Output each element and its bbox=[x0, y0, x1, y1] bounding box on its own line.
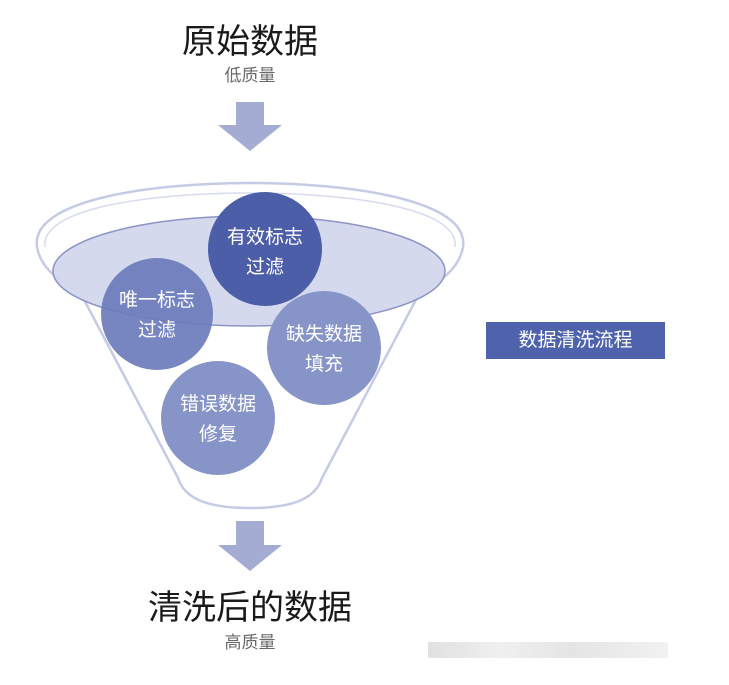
step-circle-error-fix bbox=[161, 361, 275, 475]
step-label-line2: 修复 bbox=[199, 423, 237, 445]
step-label-line1: 缺失数据 bbox=[286, 323, 362, 345]
step-label-line1: 唯一标志 bbox=[119, 289, 195, 311]
input-subtitle: 低质量 bbox=[224, 66, 276, 86]
watermark-blur bbox=[428, 642, 668, 658]
input-title: 原始数据 bbox=[182, 22, 318, 62]
down-arrow-icon bbox=[218, 521, 282, 571]
step-label-line2: 填充 bbox=[305, 353, 343, 375]
step-label-line1: 有效标志 bbox=[227, 226, 303, 248]
step-circle-unique-filter bbox=[101, 258, 213, 370]
step-label-line2: 过滤 bbox=[246, 256, 284, 278]
step-label-line2: 过滤 bbox=[138, 319, 176, 341]
step-label-line1: 错误数据 bbox=[180, 393, 256, 415]
output-title: 清洗后的数据 bbox=[148, 588, 352, 628]
step-circle-missing-fill bbox=[267, 291, 381, 405]
process-label-badge: 数据清洗流程 bbox=[486, 322, 665, 359]
step-circle-valid-filter bbox=[208, 192, 322, 306]
output-subtitle: 高质量 bbox=[224, 633, 276, 653]
down-arrow-icon bbox=[218, 102, 282, 151]
